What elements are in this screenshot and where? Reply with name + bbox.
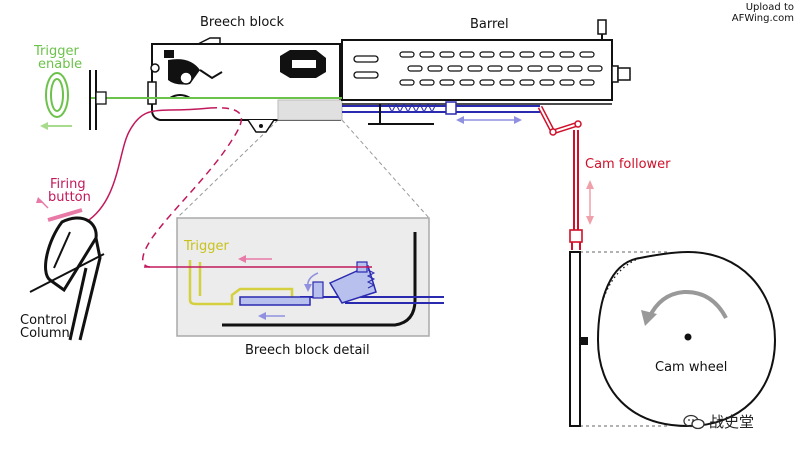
barrel-slot <box>487 65 503 72</box>
barrel-slot <box>399 51 415 58</box>
barrel-slot <box>507 65 523 72</box>
control-column-label-line2: Column <box>20 326 70 341</box>
trigger-enable-label-line1: Trigger <box>34 44 79 59</box>
barrel-slot <box>587 65 603 72</box>
barrel-slot <box>479 79 495 86</box>
cam-follower-label: Cam follower <box>585 157 671 172</box>
breech-block-detail-label: Breech block detail <box>245 343 370 358</box>
barrel-slot <box>519 79 535 86</box>
credit-line2: AFWing.com <box>731 13 794 24</box>
barrel-slot <box>459 79 475 86</box>
control-column <box>29 208 105 341</box>
barrel-slot <box>399 79 415 86</box>
cam-wheel-label: Cam wheel <box>655 360 728 375</box>
barrel-label: Barrel <box>470 17 509 32</box>
control-column-label-line1: Control <box>20 313 67 328</box>
barrel-slot <box>419 79 435 86</box>
firing-cable <box>36 107 243 268</box>
barrel-slot <box>439 51 455 58</box>
machine-gun <box>147 19 631 133</box>
barrel-cooling-slots <box>399 51 603 86</box>
barrel-slot <box>519 51 535 58</box>
breech-block-label: Breech block <box>200 15 284 30</box>
barrel-slot <box>439 79 455 86</box>
wechat-icon <box>683 414 705 429</box>
upload-credit: Upload to AFWing.com <box>732 2 794 24</box>
barrel-slot <box>547 65 563 72</box>
breech-block-detail-panel <box>144 119 444 337</box>
barrel-slot <box>527 65 543 72</box>
barrel-slot <box>579 51 595 58</box>
barrel-slot <box>419 51 435 58</box>
barrel-slot <box>559 51 575 58</box>
cam-mechanism <box>569 250 777 428</box>
barrel-slot <box>447 65 463 72</box>
cam-follower-linkage <box>537 105 594 250</box>
barrel-slot <box>407 65 423 72</box>
firing-button-label-line2: button <box>48 190 91 205</box>
barrel-slot <box>559 79 575 86</box>
barrel-slot <box>459 51 475 58</box>
barrel-slot <box>499 51 515 58</box>
trigger-enable-label-line2: enable <box>38 57 83 72</box>
barrel-slot <box>427 65 443 72</box>
firing-button-label-line1: Firing <box>50 177 86 192</box>
watermark-text: 战史堂 <box>709 413 755 431</box>
barrel-slot <box>499 79 515 86</box>
barrel-slot <box>467 65 483 72</box>
wechat-watermark: 战史堂 <box>683 411 754 432</box>
trigger-label: Trigger <box>184 239 229 254</box>
trigger-enable-linkage <box>40 70 342 130</box>
barrel-slot <box>479 51 495 58</box>
barrel-slot <box>539 79 555 86</box>
barrel-slot <box>567 65 583 72</box>
barrel-slot <box>539 51 555 58</box>
barrel-slot <box>579 79 595 86</box>
credit-line1: Upload to <box>745 2 794 13</box>
